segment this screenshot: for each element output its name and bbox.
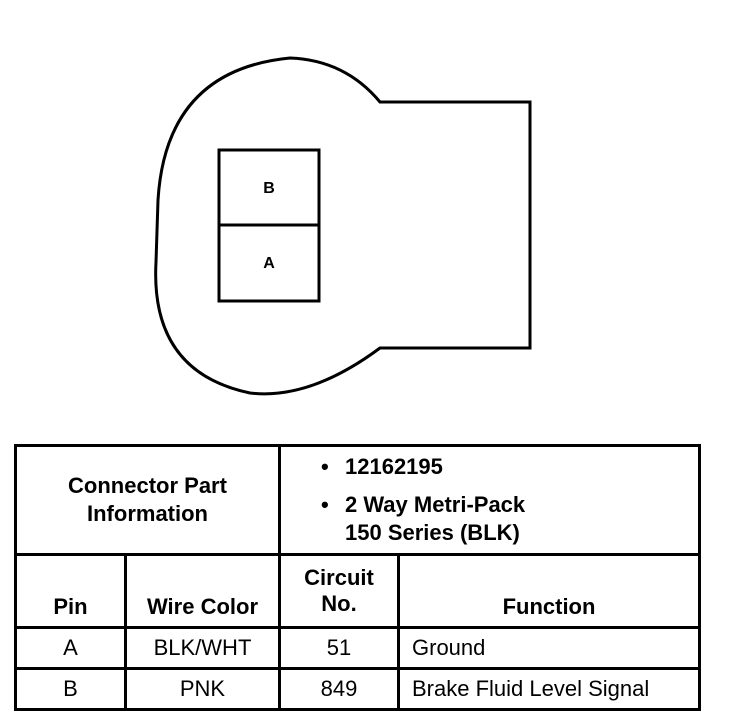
wire-color-cell: PNK (124, 667, 281, 711)
header-pin: Pin (14, 553, 127, 629)
cavity-a-label: A (263, 255, 275, 272)
header-function: Function (397, 553, 701, 629)
pin-cell: B (14, 667, 127, 711)
function-cell: Brake Fluid Level Signal (397, 667, 701, 711)
pin-cell: A (14, 626, 127, 670)
connector-diagram: B A (154, 56, 532, 396)
connector-info-table: Connector Part Information • 12162195 • … (14, 444, 701, 711)
function-cell: Ground (397, 626, 701, 670)
part-info-item: • 12162195 (321, 454, 443, 479)
part-info-label: Connector Part Information (14, 444, 281, 556)
header-wire-color: Wire Color (124, 553, 281, 629)
cavity-b-label: B (263, 180, 275, 197)
connector-outline (154, 56, 532, 396)
circuit-cell: 51 (278, 626, 400, 670)
part-info-item: • 2 Way Metri-Pack 150 Series (BLK) (321, 492, 526, 545)
bullet-icon: • (321, 454, 329, 479)
part-info-row: Connector Part Information • 12162195 • … (14, 444, 701, 556)
part-info-list: • 12162195 • 2 Way Metri-Pack 150 Series… (278, 444, 701, 556)
table-row: B PNK 849 Brake Fluid Level Signal (14, 667, 701, 711)
bullet-icon: • (321, 492, 329, 517)
cavity-a (217, 223, 321, 303)
table-row: A BLK/WHT 51 Ground (14, 626, 701, 670)
wire-color-cell: BLK/WHT (124, 626, 281, 670)
header-row: Pin Wire Color Circuit No. Function (14, 553, 701, 629)
circuit-cell: 849 (278, 667, 400, 711)
header-circuit: Circuit No. (278, 553, 400, 629)
